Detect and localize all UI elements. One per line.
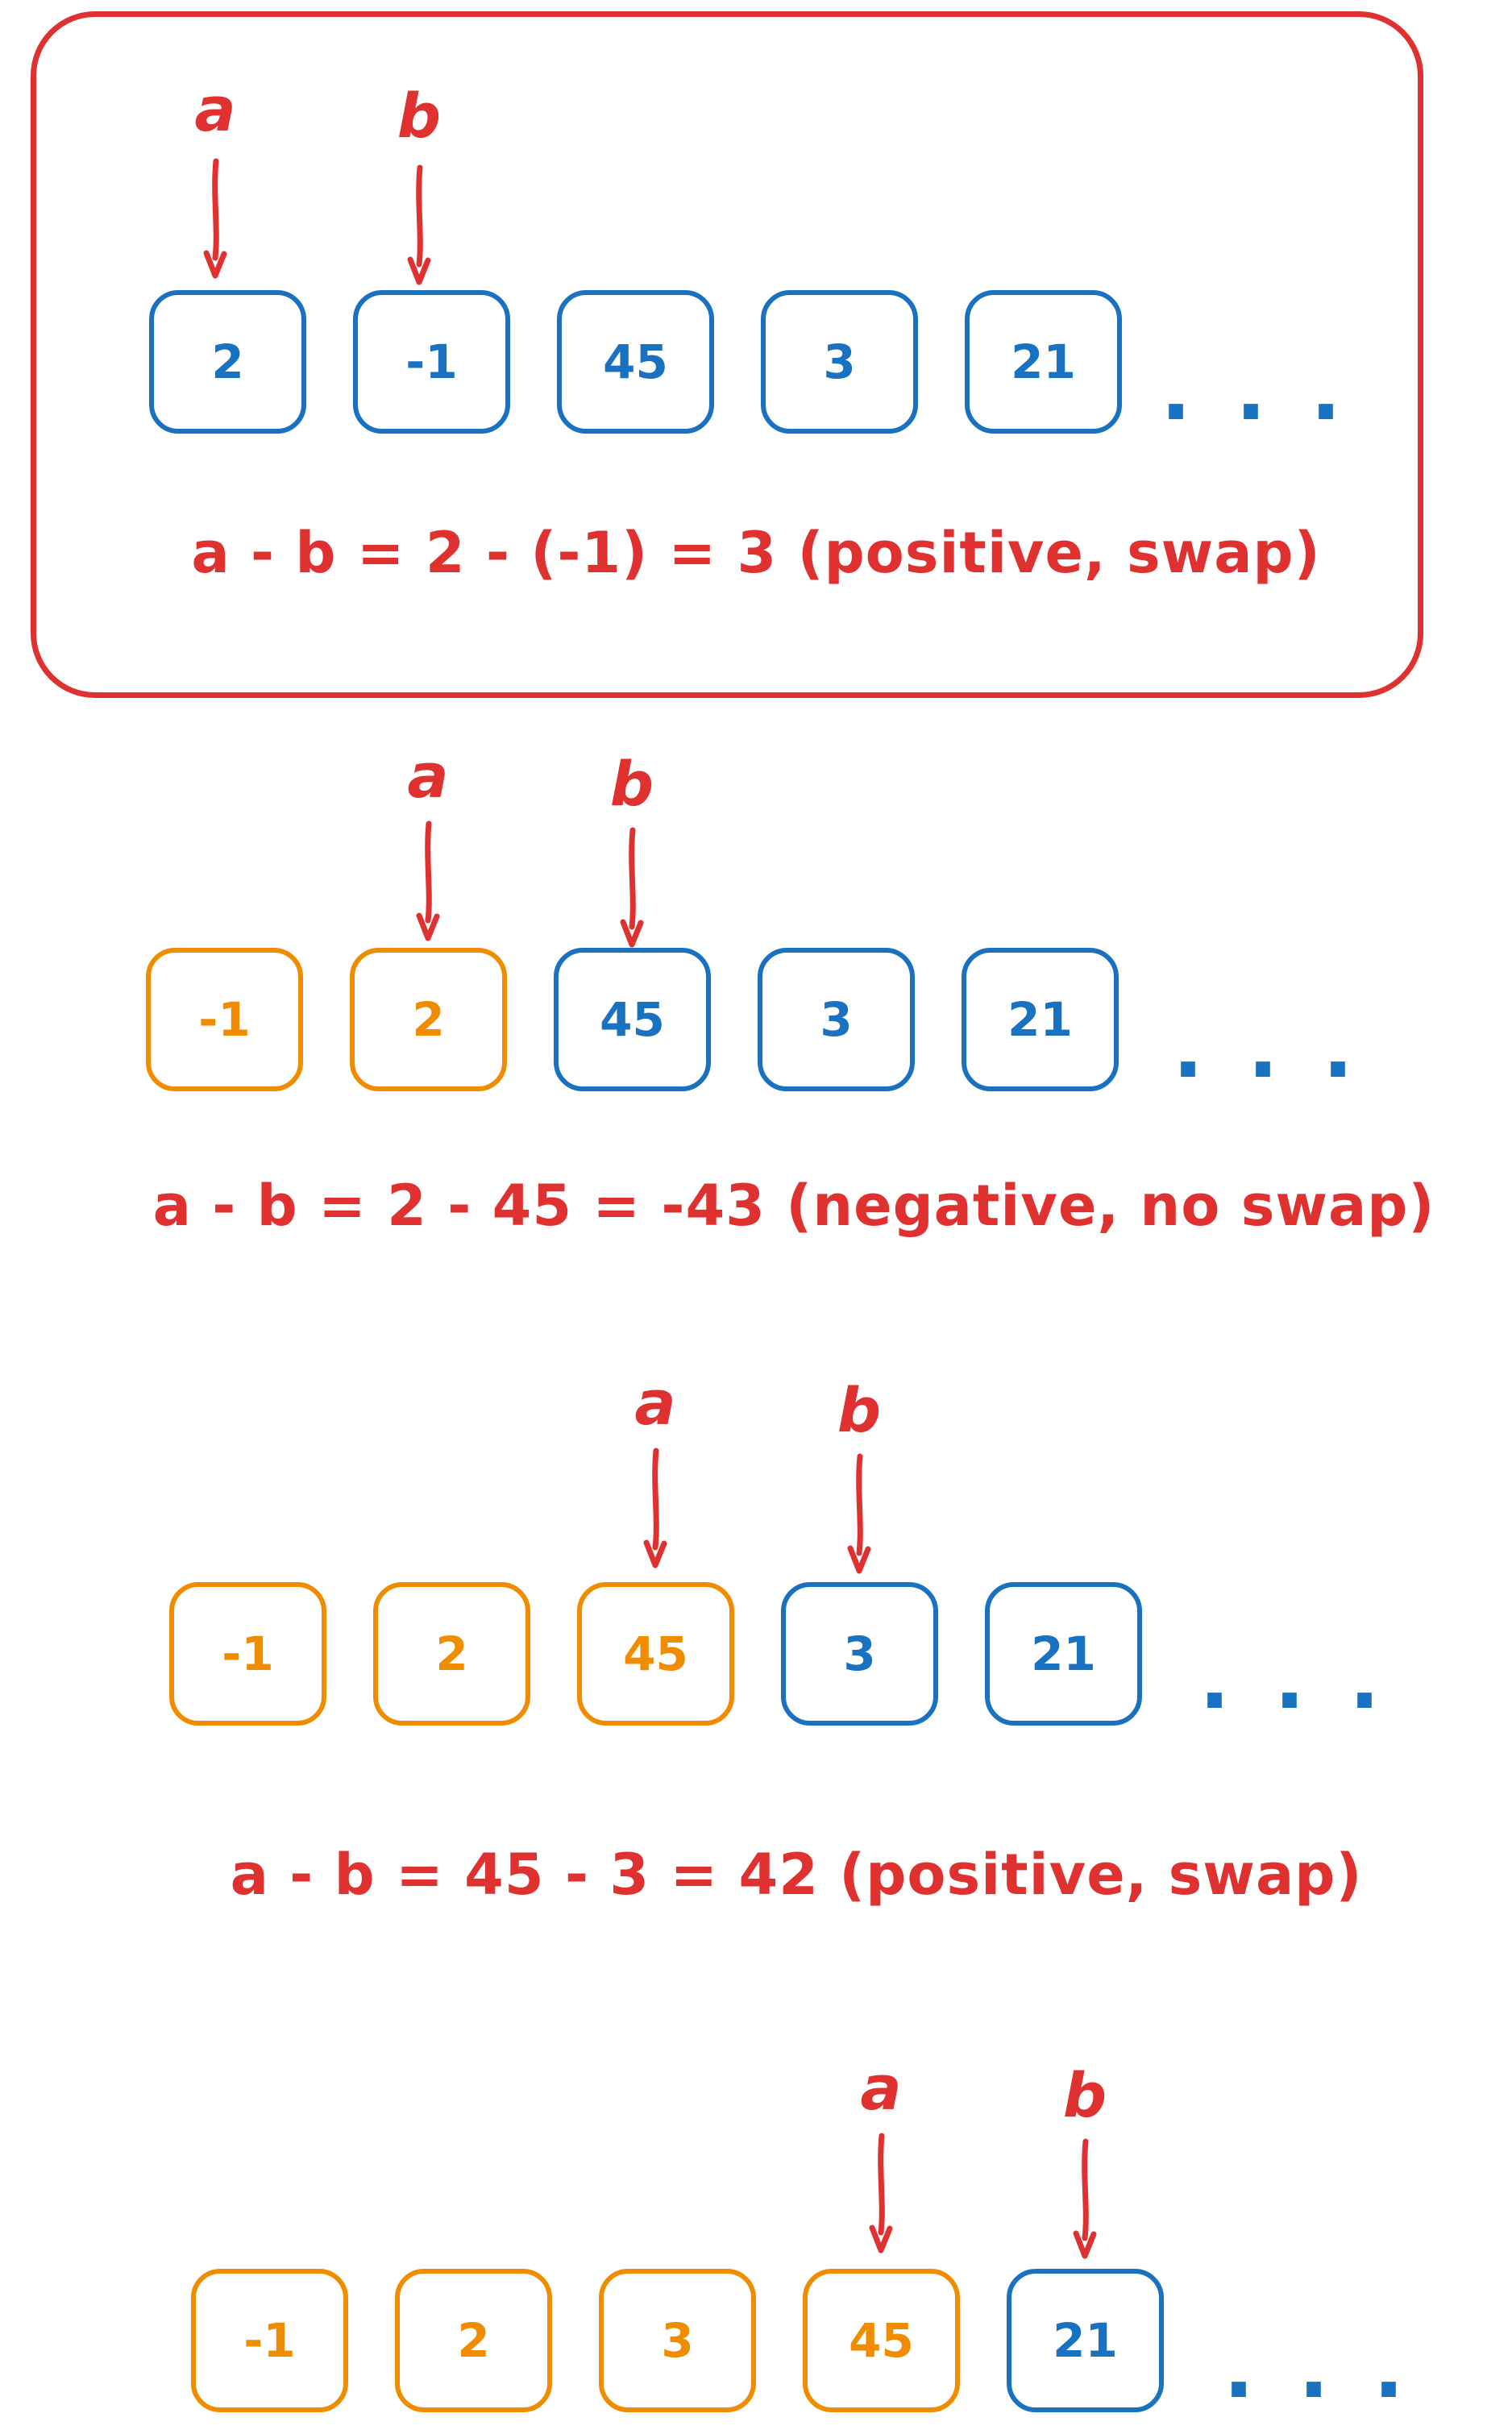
arrow-down-icon xyxy=(1073,2138,1097,2259)
arrow-down-icon xyxy=(643,1448,667,1568)
array-box: 21 xyxy=(962,948,1119,1091)
pointer-a-label: a xyxy=(634,1367,676,1439)
array-box: 2 xyxy=(373,1582,530,1726)
array-box: -1 xyxy=(191,2269,348,2412)
array-box: -1 xyxy=(353,290,510,434)
array-box: 3 xyxy=(758,948,915,1091)
pointer-b-label: b xyxy=(837,1374,882,1446)
array-box: 2 xyxy=(350,948,507,1091)
ellipsis: ... xyxy=(1173,1002,1398,1096)
array-box: 3 xyxy=(761,290,918,434)
array-box: 21 xyxy=(965,290,1122,434)
array-box: 21 xyxy=(985,1582,1142,1726)
array-box: 2 xyxy=(149,290,306,434)
array-box: -1 xyxy=(169,1582,326,1726)
arrow-down-icon xyxy=(203,158,227,279)
array-box: 3 xyxy=(599,2269,756,2412)
array-box: 45 xyxy=(554,948,711,1091)
highlight-frame xyxy=(31,11,1423,698)
pointer-b-label: b xyxy=(609,748,654,820)
panel-caption: a - b = 2 - (-1) = 3 (positive, swap) xyxy=(191,520,1321,586)
arrow-down-icon xyxy=(407,164,431,285)
panel-caption: a - b = 2 - 45 = -43 (negative, no swap) xyxy=(152,1173,1435,1239)
pointer-a-label: a xyxy=(407,740,449,812)
ellipsis: ... xyxy=(1161,344,1385,438)
array-box: 45 xyxy=(803,2269,960,2412)
pointer-a-label: a xyxy=(194,73,236,145)
panel-caption: a - b = 45 - 3 = 42 (positive, swap) xyxy=(230,1842,1363,1908)
ellipsis: ... xyxy=(1223,2322,1448,2416)
array-box: -1 xyxy=(146,948,303,1091)
arrow-down-icon xyxy=(620,827,644,948)
ellipsis: ... xyxy=(1199,1633,1424,1727)
arrow-down-icon xyxy=(847,1453,871,1574)
arrow-down-icon xyxy=(869,2133,893,2253)
array-box: 2 xyxy=(395,2269,552,2412)
pointer-a-label: a xyxy=(860,2052,902,2124)
array-box: 21 xyxy=(1007,2269,1164,2412)
pointer-b-label: b xyxy=(1062,2059,1107,2131)
array-box: 45 xyxy=(577,1582,734,1726)
array-box: 3 xyxy=(781,1582,938,1726)
array-box: 45 xyxy=(557,290,714,434)
pointer-b-label: b xyxy=(397,80,442,152)
arrow-down-icon xyxy=(416,820,440,941)
